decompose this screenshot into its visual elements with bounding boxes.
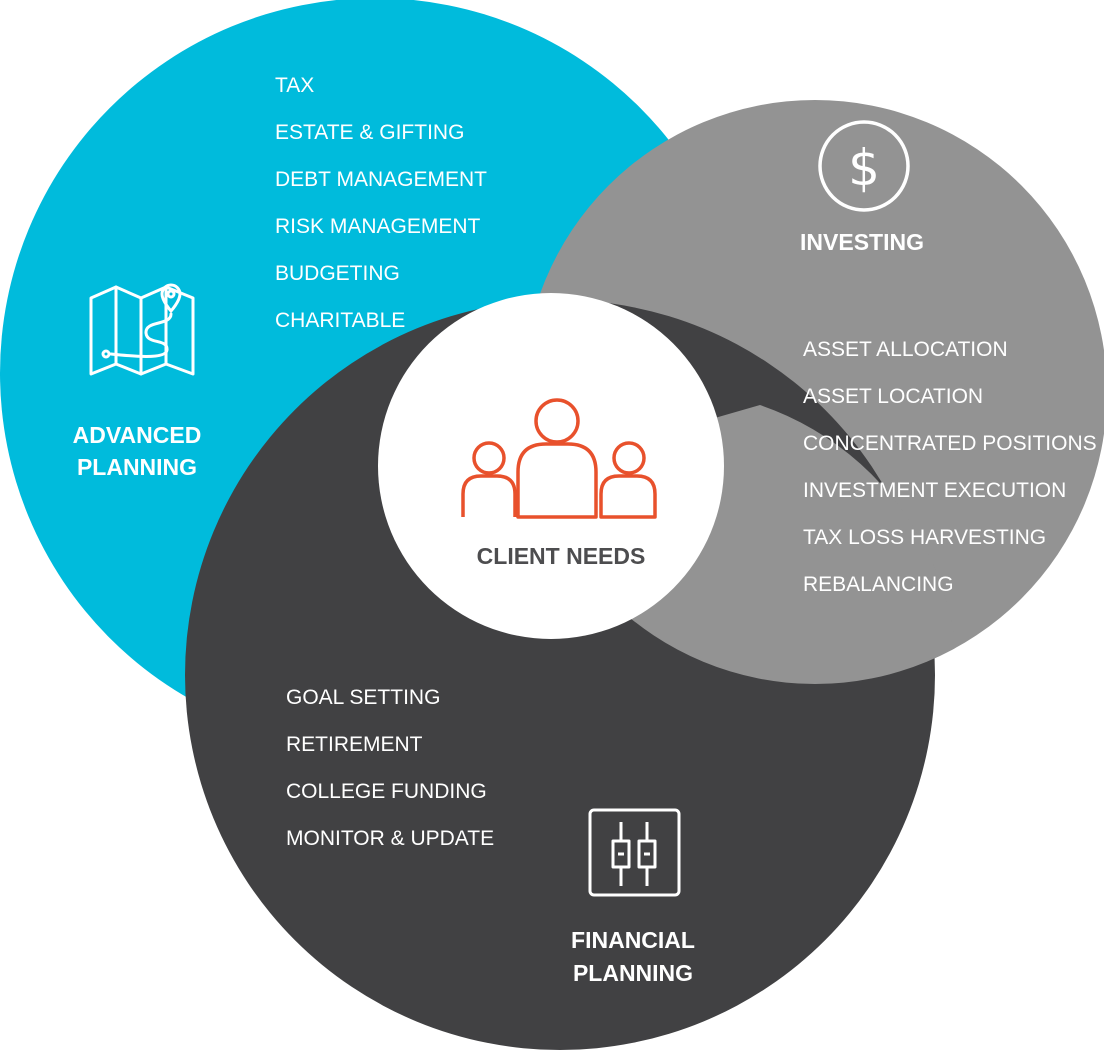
financial-item-goal-setting: GOAL SETTING <box>286 686 440 709</box>
investing-overlap-shape <box>523 405 958 684</box>
svg-text:$: $ <box>848 139 880 197</box>
financial-planning-title-line1: FINANCIAL <box>571 927 695 953</box>
client-needs-label: CLIENT NEEDS <box>477 543 646 569</box>
dollar-circle-icon: $ <box>818 120 910 212</box>
people-group-icon <box>461 398 657 519</box>
financial-item-monitor: MONITOR & UPDATE <box>286 827 494 850</box>
investing-item-rebalancing: REBALANCING <box>803 573 954 596</box>
client-needs-circle <box>378 293 724 639</box>
advanced-item-budgeting: BUDGETING <box>275 262 400 285</box>
investing-item-concentrated: CONCENTRATED POSITIONS <box>803 432 1097 455</box>
investing-item-tax-loss: TAX LOSS HARVESTING <box>803 526 1046 549</box>
investing-title: INVESTING <box>800 229 924 255</box>
investing-item-execution: INVESTMENT EXECUTION <box>803 479 1066 502</box>
advanced-item-estate: ESTATE & GIFTING <box>275 121 464 144</box>
advanced-planning-list: TAX ESTATE & GIFTING DEBT MANAGEMENT RIS… <box>275 74 487 332</box>
advanced-planning-title-line2: PLANNING <box>77 454 197 480</box>
investing-item-asset-allocation: ASSET ALLOCATION <box>803 338 1008 361</box>
financial-planning-list: GOAL SETTING RETIREMENT COLLEGE FUNDING … <box>286 686 494 850</box>
advanced-item-charitable: CHARITABLE <box>275 309 405 332</box>
sliders-icon <box>588 808 681 897</box>
investing-list: ASSET ALLOCATION ASSET LOCATION CONCENTR… <box>803 338 1097 596</box>
advanced-item-risk: RISK MANAGEMENT <box>275 215 481 238</box>
financial-item-college: COLLEGE FUNDING <box>286 780 487 803</box>
advanced-planning-title-line1: ADVANCED <box>73 422 202 448</box>
investing-item-asset-location: ASSET LOCATION <box>803 385 983 408</box>
map-route-icon <box>89 283 195 376</box>
advanced-item-tax: TAX <box>275 74 314 97</box>
advanced-item-debt: DEBT MANAGEMENT <box>275 168 487 191</box>
financial-planning-title-line2: PLANNING <box>573 960 693 986</box>
financial-item-retirement: RETIREMENT <box>286 733 423 756</box>
